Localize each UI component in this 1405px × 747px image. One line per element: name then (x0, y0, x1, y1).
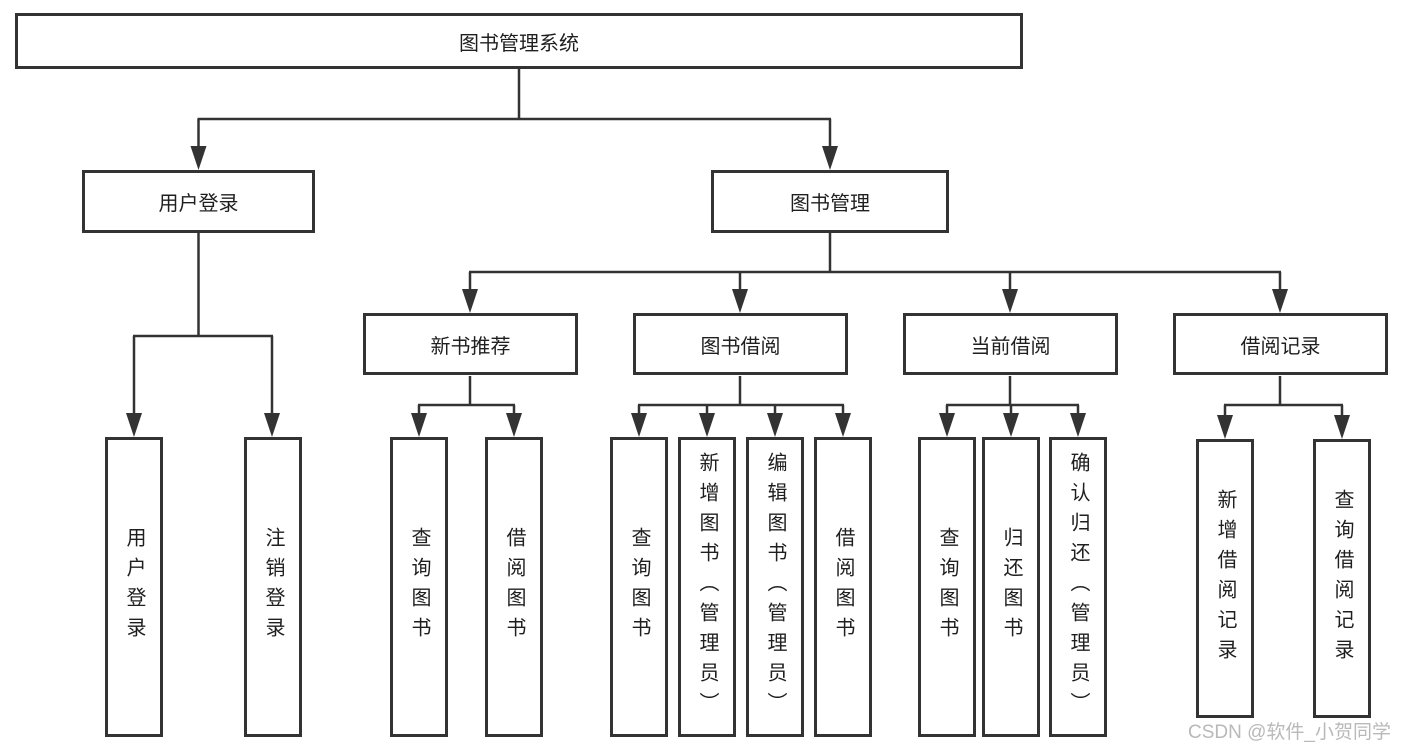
arrow-head (1217, 415, 1233, 439)
leaf-query-borrow-record: 查询借阅记录 (1313, 439, 1371, 718)
arrow-head (767, 413, 783, 437)
node-label: 新书推荐 (430, 335, 511, 358)
arrow-head (1070, 413, 1086, 437)
arrow-head (939, 413, 955, 437)
arrow-head (822, 146, 838, 170)
node-book-management: 图书管理 (711, 170, 949, 233)
arrow-head (631, 413, 647, 437)
node-label: 用户登录 (158, 193, 239, 215)
connector-book-mgmt-to-level2 (468, 233, 1282, 292)
leaf-borrow-books-recommend: 借阅图书 (485, 437, 543, 737)
leaf-query-books-borrowing: 查询图书 (610, 437, 668, 737)
connector-current-borrow-children (945, 376, 1080, 416)
node-root: 图书管理系统 (15, 13, 1023, 69)
arrow-head (1003, 413, 1019, 437)
connector-root-to-level1 (197, 69, 832, 150)
node-label: 编辑图书（管理员） (764, 452, 786, 722)
connector-borrow-record-children (1223, 376, 1344, 418)
arrow-head (1002, 289, 1018, 313)
arrow-head (699, 413, 715, 437)
leaf-add-borrow-record: 新增借阅记录 (1196, 439, 1254, 718)
node-book-borrowing: 图书借阅 (633, 313, 848, 375)
node-label: 查询图书 (628, 527, 650, 647)
arrow-head (1272, 289, 1288, 313)
leaf-return-books: 归还图书 (982, 437, 1040, 737)
arrow-head (462, 289, 478, 313)
node-label: 注销登录 (262, 527, 284, 647)
node-label: 当前借阅 (970, 335, 1051, 358)
node-label: 借阅记录 (1240, 335, 1321, 358)
arrow-head (126, 413, 142, 437)
arrow-head (411, 413, 427, 437)
node-borrowing-records: 借阅记录 (1173, 313, 1388, 375)
arrow-head (835, 413, 851, 437)
leaf-edit-book-admin: 编辑图书（管理员） (746, 437, 804, 737)
node-label: 确认归还（管理员） (1067, 452, 1089, 722)
connector-book-borrow-children (637, 376, 845, 416)
leaf-confirm-return-admin: 确认归还（管理员） (1049, 437, 1107, 737)
leaf-query-books-recommend: 查询图书 (390, 437, 448, 737)
watermark: CSDN @软件_小贺同学 (1188, 722, 1391, 743)
node-label: 借阅图书 (503, 527, 525, 647)
arrow-head (506, 413, 522, 437)
node-user-login: 用户登录 (82, 170, 315, 233)
node-label: 新增图书（管理员） (696, 452, 718, 722)
node-label: 归还图书 (1000, 527, 1022, 647)
arrow-head (264, 413, 280, 437)
node-label: 新增借阅记录 (1214, 488, 1236, 669)
leaf-query-books-current: 查询图书 (918, 437, 976, 737)
node-label: 图书管理系统 (459, 32, 579, 55)
node-label: 用户登录 (123, 527, 145, 647)
node-label: 图书借阅 (700, 335, 781, 358)
node-label: 查询借阅记录 (1331, 488, 1353, 669)
arrow-head (190, 146, 207, 170)
connector-new-book-children (417, 376, 516, 416)
arrow-head (732, 289, 748, 313)
leaf-logout: 注销登录 (244, 437, 302, 737)
connector-user-login-children (132, 233, 274, 416)
node-label: 借阅图书 (832, 527, 854, 647)
leaf-user-login: 用户登录 (105, 437, 163, 737)
leaf-borrow-books-borrowing: 借阅图书 (814, 437, 872, 737)
arrowheads (126, 146, 1350, 439)
arrow-head (1334, 415, 1350, 439)
node-label: 查询图书 (408, 527, 430, 647)
node-new-book-recommendation: 新书推荐 (363, 313, 578, 375)
node-current-borrowing: 当前借阅 (903, 313, 1118, 375)
node-label: 图书管理 (790, 193, 870, 215)
node-label: 查询图书 (936, 527, 958, 647)
leaf-add-book-admin: 新增图书（管理员） (678, 437, 736, 737)
